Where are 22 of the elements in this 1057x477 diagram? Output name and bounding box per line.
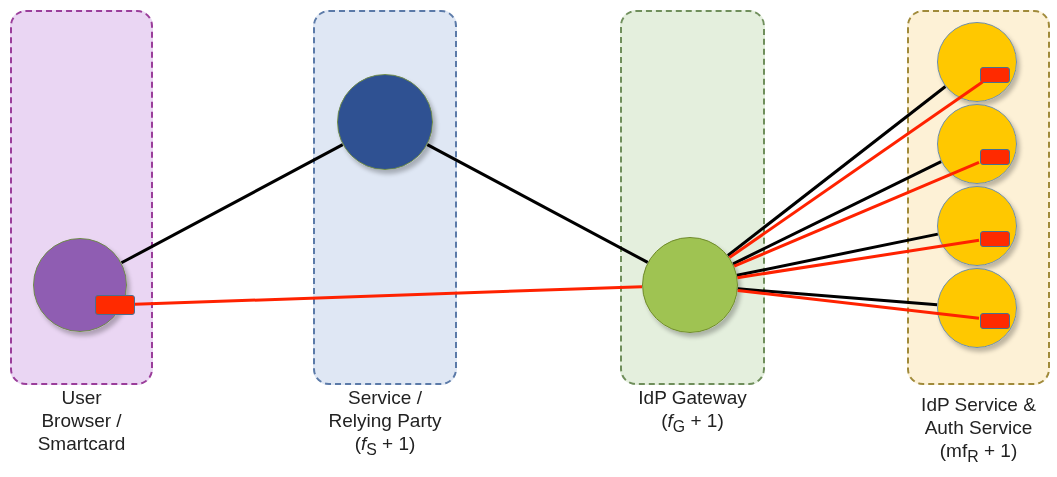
tag-block [980, 149, 1010, 165]
connection-line [737, 238, 980, 280]
connection-line [426, 143, 649, 264]
formula-label: (mf$_{R}$ + 1) [938, 439, 1019, 467]
connection-line [120, 143, 344, 265]
node-label: User Browser / Smartcard [36, 386, 127, 455]
tag-block [95, 295, 135, 315]
connection-line [726, 85, 947, 257]
node-label: IdP Service & Auth Service [920, 393, 1037, 439]
tag-block [980, 67, 1010, 83]
tag-block [980, 313, 1010, 329]
connection-line [732, 160, 942, 266]
connection-line [737, 287, 938, 307]
formula-label: (f$_{S}$ + 1) [353, 432, 417, 460]
connection-line [737, 289, 980, 320]
formula-label: (f$_{G}$ + 1) [660, 409, 725, 437]
node-label: IdP Gateway [637, 386, 748, 409]
tag-block [980, 231, 1010, 247]
connection-line [736, 232, 939, 277]
connection-line [733, 161, 980, 268]
connection-line [134, 285, 643, 306]
connection-line [728, 80, 984, 259]
